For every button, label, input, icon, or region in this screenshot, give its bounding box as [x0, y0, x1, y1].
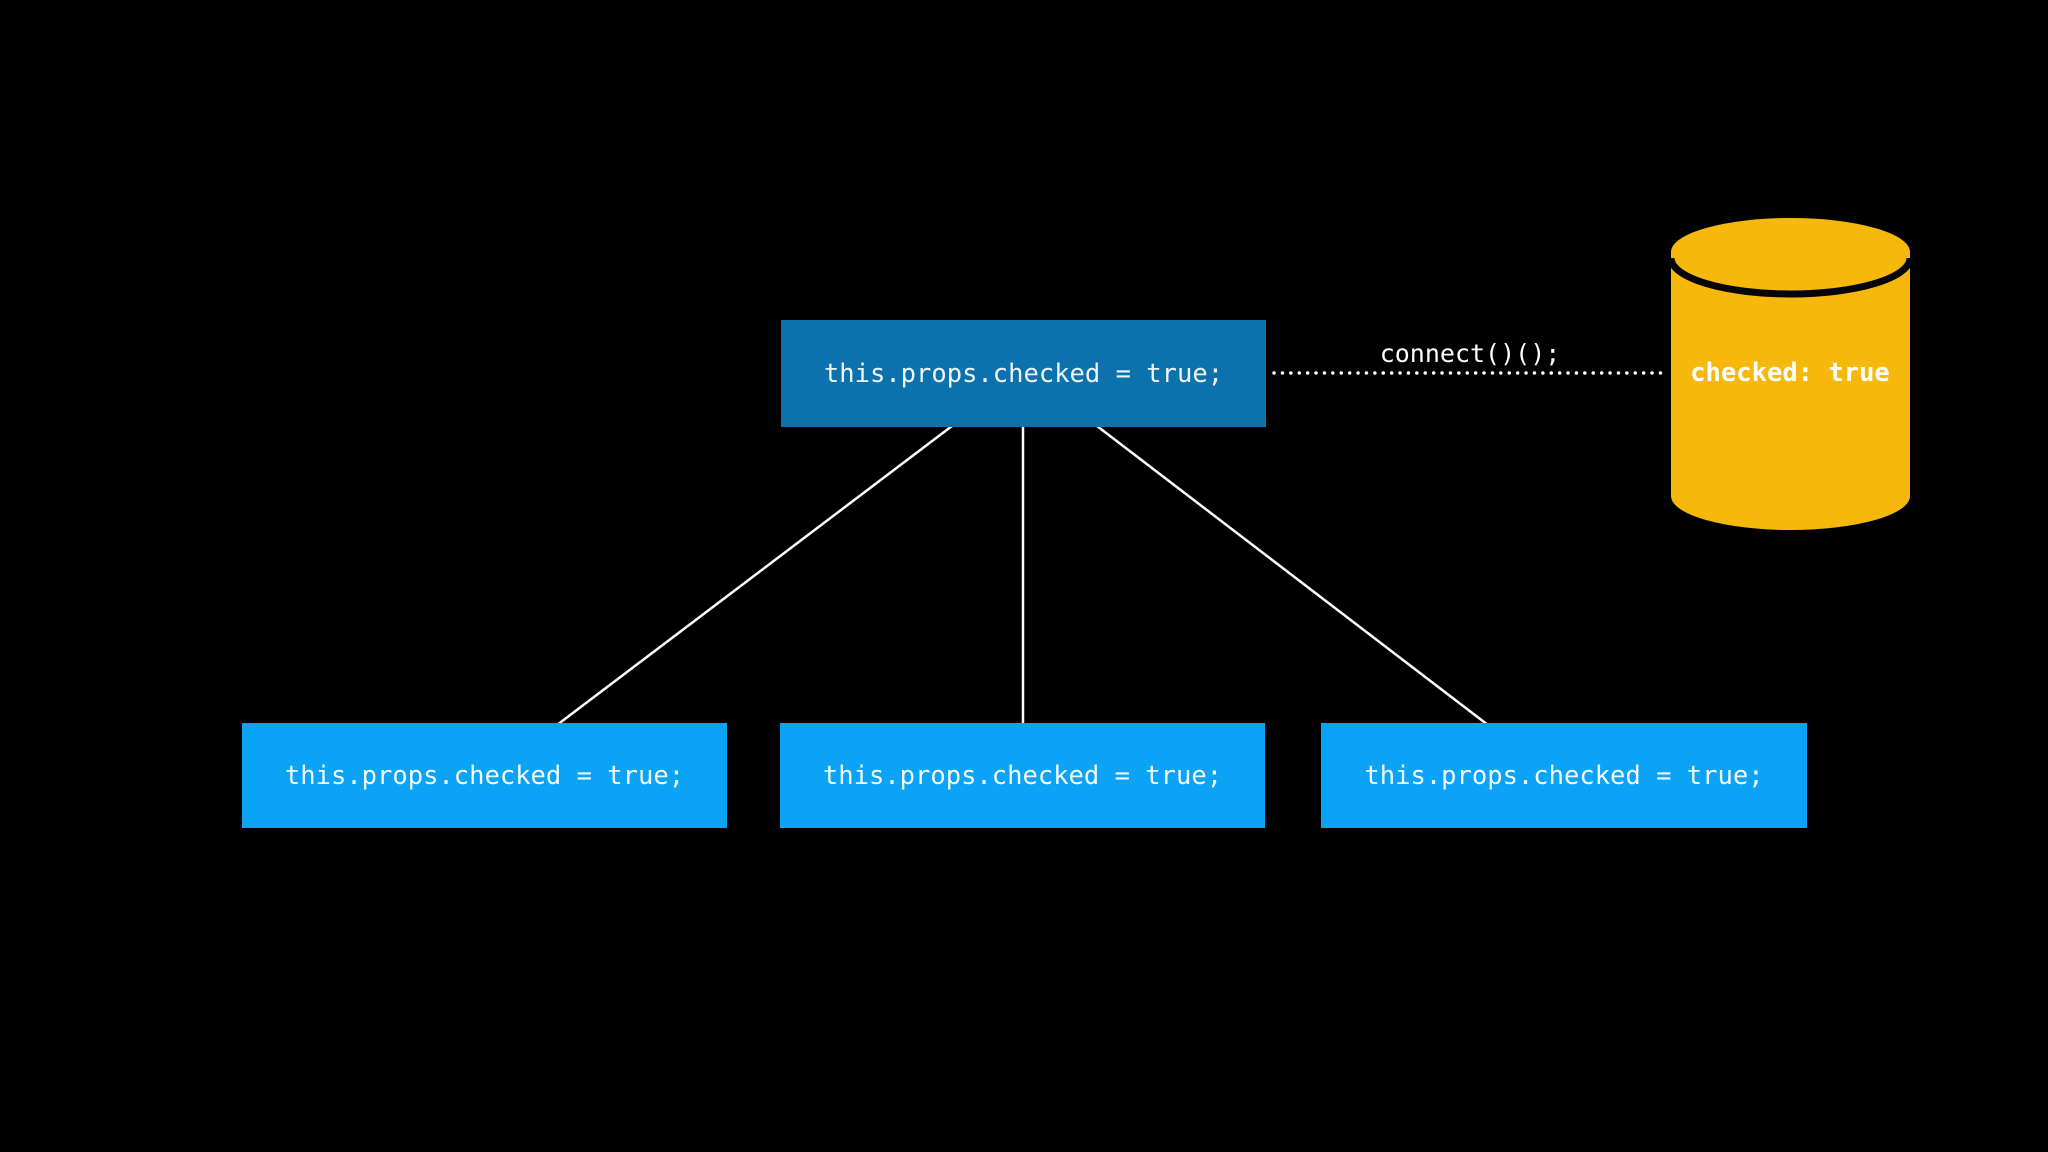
child-component-node-3: this.props.checked = true; — [1321, 723, 1807, 828]
child-component-node-1: this.props.checked = true; — [242, 723, 727, 828]
store-cylinder-rim — [1667, 257, 1914, 298]
child-component-label: this.props.checked = true; — [822, 760, 1223, 791]
store-cylinder — [1667, 218, 1914, 530]
child-component-label: this.props.checked = true; — [1364, 760, 1764, 791]
store-cylinder-body — [1671, 252, 1910, 530]
child-component-node-2: this.props.checked = true; — [780, 723, 1265, 828]
connector-line-right — [1096, 425, 1489, 726]
store-label: checked: true — [1690, 358, 1890, 388]
child-component-label: this.props.checked = true; — [284, 760, 685, 791]
connect-label: connect()(); — [1379, 338, 1561, 368]
store-cylinder-top — [1671, 218, 1910, 286]
parent-component-label: this.props.checked = true; — [823, 358, 1224, 389]
parent-component-node: this.props.checked = true; — [781, 320, 1266, 427]
connector-line-left — [556, 425, 953, 726]
